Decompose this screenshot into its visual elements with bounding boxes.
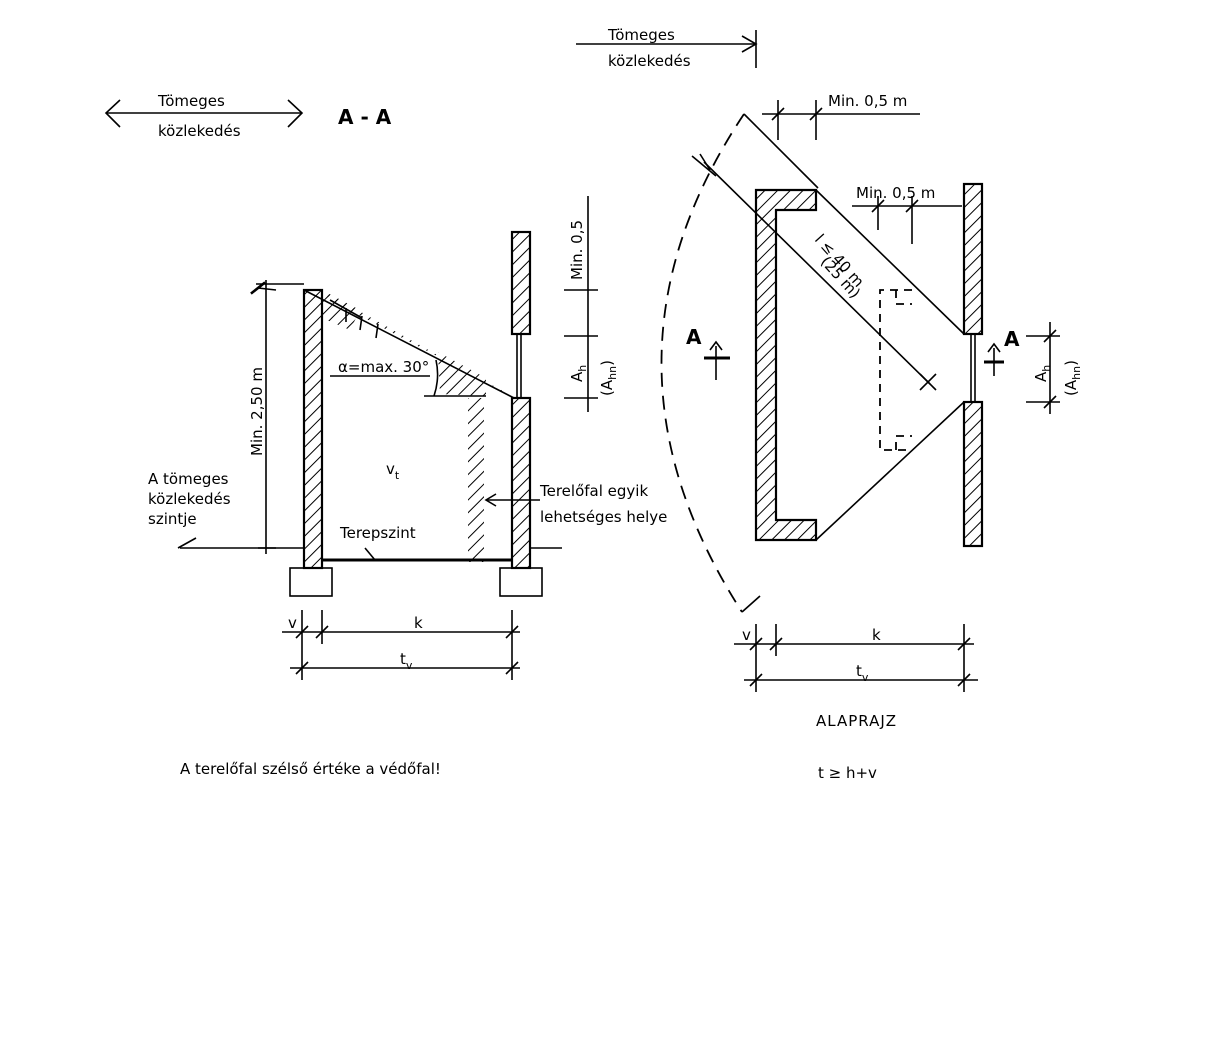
traffic-label-2: közlekedés (158, 122, 241, 140)
plan-ahn-label: (Ahn) (1062, 360, 1083, 396)
foundation-right (499, 567, 543, 597)
ahn-label: (Ahn) (598, 360, 619, 396)
svg-text:A tömeges: A tömeges (148, 470, 229, 488)
deflector-label-2: lehetséges helye (540, 508, 667, 526)
plan-view: Tömeges közlekedés Min. 0,5 m l ≤ 40 m (… (576, 26, 1083, 782)
svg-text:közlekedés: közlekedés (148, 490, 231, 508)
svg-text:A: A (1004, 327, 1020, 351)
dim-tv: tv (400, 650, 413, 672)
dim-k: k (414, 614, 423, 632)
plan-title: ALAPRAJZ (816, 712, 897, 730)
min-05-top-label: Min. 0,5 m (828, 92, 907, 110)
angle-label: α=max. 30° (338, 358, 429, 376)
traffic-level-label: A tömeges közlekedés szintje (148, 470, 231, 549)
range-arc (660, 113, 745, 613)
plan-wall-right-upper (962, 182, 984, 336)
protective-wall-right (510, 396, 532, 570)
protective-wall-left (302, 288, 324, 570)
plan-dim-k: k (872, 626, 881, 644)
traffic-label-1: Tömeges (157, 92, 225, 110)
ah-label: Ah (568, 365, 589, 382)
foundation-left (289, 567, 333, 597)
cut-mark-left: A (686, 325, 730, 380)
plan-formula: t ≥ h+v (818, 764, 877, 782)
c-shaped-protective-wall (754, 188, 818, 542)
deflector-wall (468, 398, 484, 562)
min-05-inner-label: Min. 0,5 m (856, 184, 935, 202)
plan-dim-tv: tv (856, 662, 869, 684)
plan-dim-v: v (742, 626, 751, 644)
plan-ah-label: Ah (1032, 365, 1053, 382)
svg-text:A: A (686, 325, 702, 349)
deflector-plan (879, 289, 912, 451)
min-05-label: Min. 0,5 (568, 220, 586, 280)
plan-wall-right-lower (962, 400, 984, 548)
upper-wall-right (510, 230, 532, 336)
svg-text:szintje: szintje (148, 510, 197, 528)
vt-label: vt (386, 460, 400, 482)
plan-traffic-label-2: közlekedés (608, 52, 691, 70)
caption: A terelőfal szélső értéke a védőfal! (180, 760, 441, 778)
section-title: A - A (338, 105, 392, 129)
traffic-arrow: Tömeges közlekedés (104, 92, 304, 140)
plan-traffic-label-1: Tömeges (607, 26, 675, 44)
min-height-label: Min. 2,50 m (248, 367, 266, 456)
deflector-label-1: Terelőfal egyik (539, 482, 648, 500)
ground-label: Terepszint (339, 524, 416, 542)
section-view: Tömeges közlekedés A - A α=max. 30° vt (104, 92, 667, 778)
dim-v: v (288, 614, 297, 632)
cut-mark-right: A (984, 327, 1020, 376)
